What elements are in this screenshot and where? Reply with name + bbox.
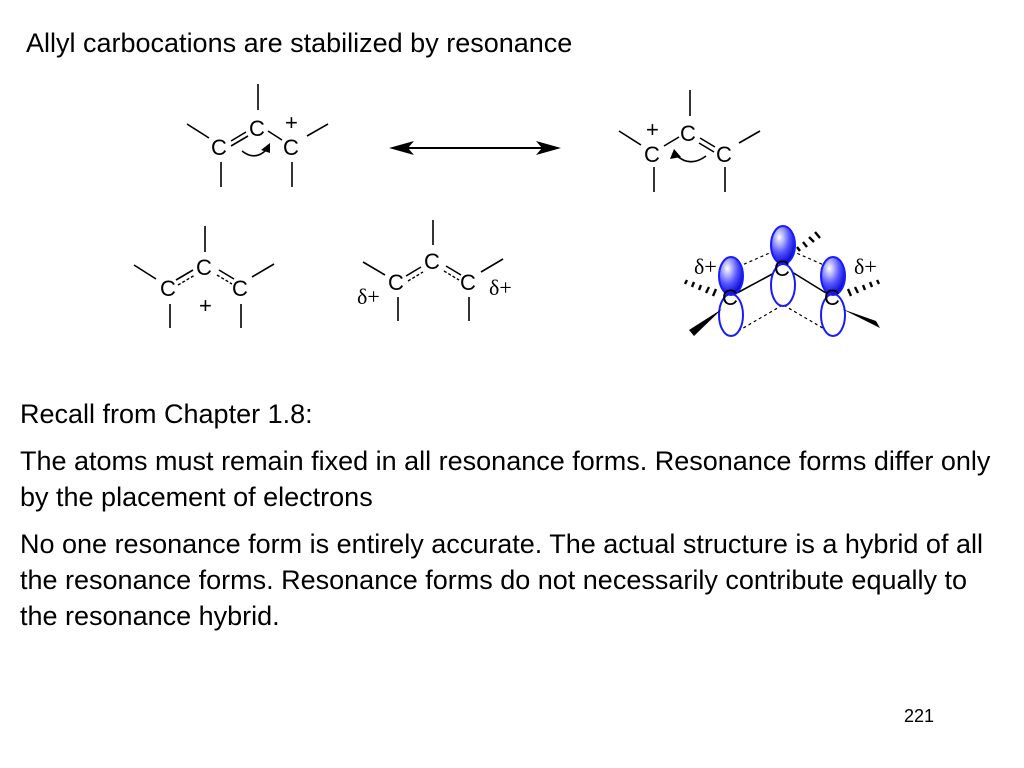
resonance-arrow (389, 141, 561, 155)
paragraph-hybrid: No one resonance form is entirely accura… (20, 529, 983, 631)
slide-title: Allyl carbocations are stabilized by res… (26, 28, 573, 58)
carbon-atom-label: C (460, 270, 476, 295)
slide-body: Recall from Chapter 1.8: The atoms must … (20, 396, 1010, 645)
recall-heading: Recall from Chapter 1.8: (20, 399, 313, 429)
carbon-atom-label: C (160, 276, 176, 301)
resonance-hybrid-plus: C C C + (133, 226, 275, 328)
carbon-atom-label: C (283, 135, 299, 160)
positive-charge-label: + (646, 117, 659, 142)
partial-positive-label: δ+ (489, 275, 512, 300)
carbon-atom-label: C (824, 285, 840, 310)
carbon-atom-label: C (716, 142, 732, 167)
page-number: 221 (904, 706, 935, 726)
allyl-resonance-diagram: C C C + C C C + (133, 84, 881, 337)
partial-positive-label: δ+ (357, 284, 380, 309)
carbon-atom-label: C (722, 285, 738, 310)
p-orbital-overlap-diagram: C C C δ+ δ+ (683, 225, 881, 337)
positive-charge-label: + (199, 293, 212, 318)
positive-charge-label: + (285, 110, 298, 135)
paragraph-atoms-fixed: The atoms must remain fixed in all reson… (20, 446, 991, 512)
partial-positive-label: δ+ (694, 254, 717, 279)
carbon-atom-label: C (424, 249, 440, 274)
carbon-atom-label: C (249, 116, 265, 141)
resonance-hybrid-partial-charges: C C C δ+ δ+ (357, 220, 512, 321)
carbon-atom-label: C (196, 255, 212, 280)
carbon-atom-label: C (211, 135, 227, 160)
carbon-atom-label: C (388, 270, 404, 295)
carbon-atom-label: C (680, 121, 696, 146)
resonance-form-left: C C C + (186, 84, 329, 187)
partial-positive-label: δ+ (854, 254, 877, 279)
resonance-form-right: C C C + (618, 90, 761, 192)
orbital-upper-lobes (718, 225, 846, 296)
carbon-atom-label: C (232, 276, 248, 301)
carbon-atom-label: C (644, 142, 660, 167)
carbon-atom-label: C (774, 256, 790, 281)
